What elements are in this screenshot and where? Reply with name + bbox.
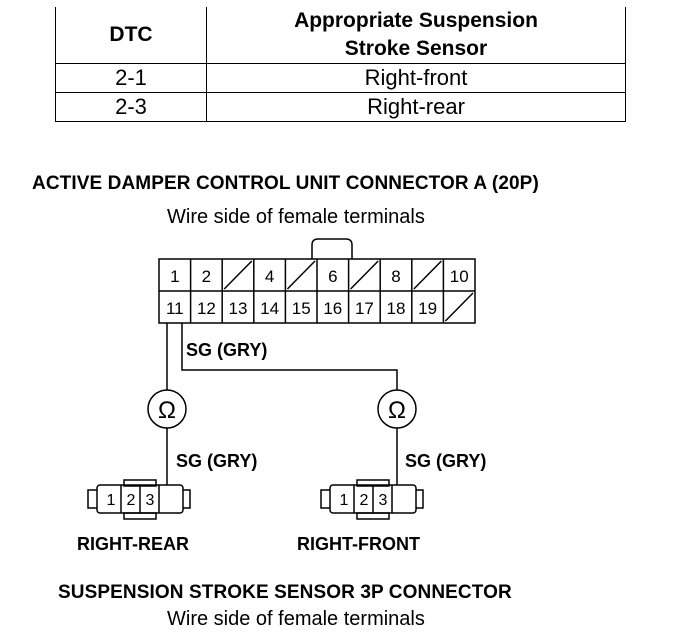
front-pin: 2 [360,492,369,509]
wire-front [181,323,398,485]
terminal-number: 12 [197,299,216,318]
terminal-number: 6 [328,267,337,286]
terminal-number: 4 [265,267,274,286]
terminal-number: 18 [387,299,406,318]
terminal-number: 1 [170,267,179,286]
row-sensor: Right-rear [206,92,626,122]
ohmmeter-front [377,389,417,429]
header-sensor-line2: Stroke Sensor [344,37,488,60]
ohm-icon-rear: Ω [158,397,176,424]
front-pin: 3 [379,492,388,509]
connector-tab [311,238,353,259]
terminal-number: 15 [292,299,311,318]
unused-terminal [350,260,379,290]
ohmmeter-rear [147,389,187,429]
footer-subtitle: Wire side of female terminals [167,608,425,630]
table-row: 2-3 Right-rear [55,92,626,122]
unused-terminal [413,260,442,290]
terminal-number: 16 [323,299,342,318]
terminal-number: 2 [202,267,211,286]
unused-terminal [444,292,474,322]
rear-pin: 1 [107,492,116,509]
rear-pin: 3 [146,492,155,509]
row-sensor: Right-front [206,63,626,93]
unused-terminal [223,260,253,290]
wire-label-unit: SG (GRY) [186,340,268,360]
sensor-connector-front [320,479,424,520]
front-pin: 1 [340,492,349,509]
table-header-row: DTC Appropriate Suspension Stroke Sensor [55,7,626,64]
terminal-number: 14 [260,299,279,318]
wire-label-rear: SG (GRY) [176,451,258,471]
terminal-number: 10 [450,267,469,286]
rear-pin: 2 [127,492,136,509]
terminal-number: 13 [229,299,248,318]
terminal-number: 8 [391,267,400,286]
ohm-icon-front: Ω [388,397,406,424]
dtc-table: DTC Appropriate Suspension Stroke Sensor… [55,7,626,122]
control-unit-title: ACTIVE DAMPER CONTROL UNIT CONNECTOR A (… [32,173,539,194]
row-dtc: 2-3 [55,92,207,122]
wire-label-front: SG (GRY) [405,451,487,471]
unused-terminal [286,260,316,290]
sensor-label-front: RIGHT-FRONT [297,534,420,554]
control-unit-subtitle: Wire side of female terminals [167,206,425,228]
terminal-number: 17 [355,299,374,318]
sensor-label-rear: RIGHT-REAR [77,534,189,554]
sensor-connector-rear [87,479,191,520]
header-sensor: Appropriate Suspension Stroke Sensor [206,7,626,64]
footer-title: SUSPENSION STROKE SENSOR 3P CONNECTOR [58,582,512,603]
header-sensor-line1: Appropriate Suspension [294,9,538,32]
header-dtc: DTC [55,7,207,64]
terminal-number: 11 [166,299,184,318]
terminal-number: 19 [418,299,437,318]
